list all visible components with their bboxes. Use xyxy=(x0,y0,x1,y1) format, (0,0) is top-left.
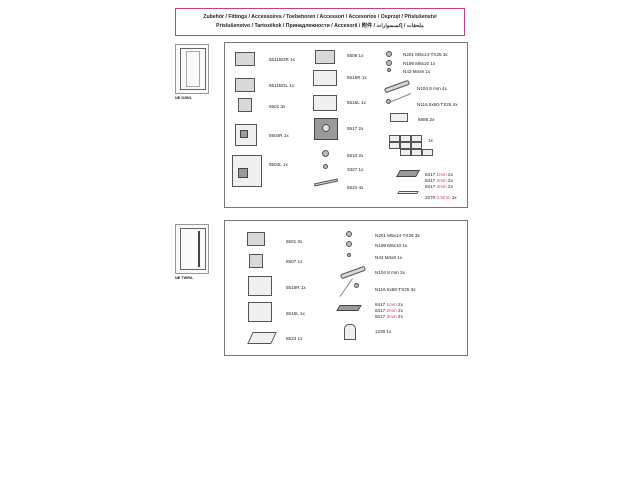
part-label: 5504L 1x xyxy=(269,162,288,167)
tile xyxy=(389,142,400,149)
part-label: 5507 1x xyxy=(286,259,303,264)
shim-label: 3270 0,5mm 2x xyxy=(425,195,457,200)
part-5507-image xyxy=(249,254,263,268)
door-frame xyxy=(180,48,206,90)
tile xyxy=(400,142,411,149)
tile xyxy=(422,149,433,156)
part-6885-image xyxy=(390,113,408,122)
part-label: 5524 4x xyxy=(347,185,364,190)
part-label: N104 8 mm 3x xyxy=(375,270,405,275)
part-label: 5510 2x xyxy=(347,153,364,158)
part-1230-image xyxy=(344,324,356,340)
part-5515L-image xyxy=(313,95,337,111)
screw-N199-image xyxy=(346,241,352,247)
part-label: 5517 2x xyxy=(347,126,364,131)
part-label: N199 M6x10 1x xyxy=(403,61,436,66)
part-label: 6885 2x xyxy=(418,117,435,122)
part-5517-hole xyxy=(322,124,330,132)
part-label: N43 M4x8 1x xyxy=(403,69,431,74)
part-label: 5515R 1x xyxy=(347,75,367,80)
part-label: N201 M5x14-TX25 3x xyxy=(403,52,448,57)
part-label: N43 M4x8 1x xyxy=(375,255,403,260)
part-5516R-image xyxy=(248,276,272,296)
shim-label: 8417 3mm 2x xyxy=(425,184,453,189)
part-5506-image xyxy=(315,50,335,64)
part-5501-image xyxy=(247,232,265,246)
part-label: N201 M5x14-TX25 3x xyxy=(375,233,420,238)
door-panel xyxy=(186,51,200,87)
part-3327-image xyxy=(323,164,328,169)
part-5515R-image xyxy=(313,70,337,86)
part-label: N199 M6x10 1x xyxy=(375,243,408,248)
part-label: 5506 1x xyxy=(347,53,364,58)
part-label: 5516L 1x xyxy=(286,311,305,316)
part-label: N104 8 mm 4x xyxy=(417,86,447,91)
part-label: 5501 3x xyxy=(269,104,286,109)
screw-N116-head xyxy=(354,283,359,288)
shim-label: 8417 3mm 2x xyxy=(375,314,403,319)
tile xyxy=(411,142,422,149)
product-thumbnail-2-label: NE TWR/L xyxy=(175,276,194,280)
shim-label: 8417 2mm 2x xyxy=(375,308,403,313)
tile xyxy=(411,135,422,142)
product-thumbnail-1-label: NE D2B/L xyxy=(175,96,193,100)
screw-N43-image xyxy=(387,68,391,72)
screw-N201-image xyxy=(386,51,392,57)
part-label: N116 5x60-TX25 4x xyxy=(417,102,458,107)
part-5504R-detail xyxy=(240,130,248,138)
part-5511BGL-image xyxy=(235,78,255,92)
part-label: 1230 1x xyxy=(375,329,392,334)
shim-label: 8417 1mm 2x xyxy=(375,302,403,307)
part-5510-image xyxy=(322,150,329,157)
tile xyxy=(389,135,400,142)
part-label: 5501 3x xyxy=(286,239,303,244)
part-label: 3327 1x xyxy=(347,167,364,172)
product-thumbnail-2 xyxy=(175,224,209,274)
part-label: N116 5x60-TX25 3x xyxy=(375,287,416,292)
tile xyxy=(400,149,411,156)
tile xyxy=(411,149,422,156)
shim-image xyxy=(336,305,362,311)
screw-N43-image xyxy=(347,253,351,257)
tile xyxy=(400,135,411,142)
product-thumbnail-1 xyxy=(175,44,209,94)
part-5501-image xyxy=(238,98,252,112)
header-line-2: Príslušenstvo / Tartozékok / Принадлежно… xyxy=(216,23,424,29)
shim-image xyxy=(397,191,419,194)
fittings-panel-1 xyxy=(224,42,468,208)
shower-frame xyxy=(180,228,206,270)
shim-image xyxy=(395,170,421,177)
part-label: 5511BGR 1x xyxy=(269,57,295,62)
part-5516L-image xyxy=(248,302,272,322)
screw-N201-image xyxy=(346,231,352,237)
shim-label: 8417 2mm 2x xyxy=(425,178,453,183)
part-label: 5515L 1x xyxy=(347,100,366,105)
part-label: 1x xyxy=(428,138,433,143)
shower-wall-bar xyxy=(198,231,200,267)
shim-label: 8417 1mm 2x xyxy=(425,172,453,177)
part-label: 5504R 1x xyxy=(269,133,289,138)
header-line-1: Zubehör / Fittings / Accessoires / Toebe… xyxy=(203,14,437,20)
part-label: 5516R 1x xyxy=(286,285,306,290)
screw-N199-image xyxy=(386,60,392,66)
part-label: 5523 1x xyxy=(286,336,303,341)
part-5511BGR-image xyxy=(235,52,255,66)
header-box: Zubehör / Fittings / Accessoires / Toebe… xyxy=(175,8,465,36)
part-label: 5511BGL 1x xyxy=(269,83,295,88)
part-5504L-detail xyxy=(238,168,248,178)
